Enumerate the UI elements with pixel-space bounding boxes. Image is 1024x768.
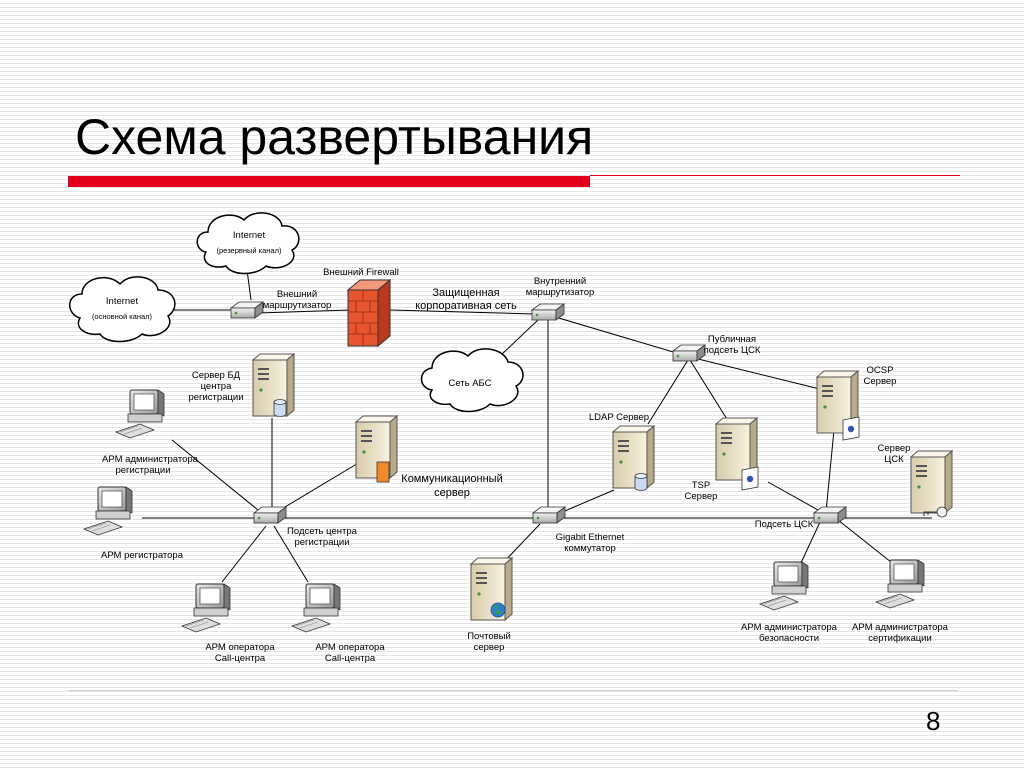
gigabit-switch-label-2: коммутатор xyxy=(564,543,616,554)
security-admin-label-1: АРМ администратора xyxy=(741,622,838,633)
db-server-label-3: регистрации xyxy=(188,392,243,403)
abs-network-label: Сеть АБС xyxy=(448,378,491,389)
callcenter-op1-pc-icon xyxy=(181,583,231,633)
security-admin-pc-icon xyxy=(759,561,809,611)
callcenter-op2-pc-icon xyxy=(291,583,341,633)
slide-title: Схема развертывания xyxy=(75,109,594,165)
registration-admin-label-1: АРМ администратора xyxy=(102,454,199,465)
internet-backup-label: Internet xyxy=(233,230,266,241)
internet-main-sublabel: (основной канал) xyxy=(92,312,153,321)
internal-router-icon xyxy=(531,303,565,321)
external-router-label-1: Внешний xyxy=(277,289,317,300)
mail-server-label-1: Почтовый xyxy=(467,631,511,642)
abs-network-cloud xyxy=(420,348,524,413)
comm-server-module-icon xyxy=(376,461,390,483)
csk-subnet-label: Подсеть ЦСК xyxy=(755,519,814,530)
network-diagram: Internet (резервный канал) Internet (осн… xyxy=(69,212,953,664)
cert-admin-pc-icon xyxy=(875,559,925,609)
registration-admin-pc-icon xyxy=(115,389,165,439)
callcenter-op2-label-1: АРМ оператора xyxy=(315,642,385,653)
external-firewall-label: Внешний Firewall xyxy=(323,267,399,278)
connection-lines xyxy=(142,269,932,583)
corporate-network-label-2: корпоративная сеть xyxy=(415,300,517,312)
registration-subnet-label-1: Подсеть центра xyxy=(287,526,358,537)
registration-admin-label-2: регистрации xyxy=(115,465,170,476)
ldap-server-icon xyxy=(612,425,655,489)
comm-server-label-1: Коммуникационный xyxy=(401,473,502,485)
database-icon xyxy=(273,399,287,417)
public-subnet-switch-icon xyxy=(672,344,706,362)
db-server-label-2: центра xyxy=(201,381,232,392)
tsp-certificate-icon xyxy=(741,466,759,491)
internet-backup-sublabel: (резервный канал) xyxy=(217,246,282,255)
csk-server-label-2: ЦСК xyxy=(884,454,904,465)
mail-server-label-2: сервер xyxy=(474,642,505,653)
gigabit-switch-label-1: Gigabit Ethernet xyxy=(556,532,625,543)
title-underline-thin xyxy=(590,175,960,176)
db-server-icon xyxy=(252,353,295,417)
cert-admin-label-1: АРМ администратора xyxy=(852,622,949,633)
ldap-server-label: LDAP Сервер xyxy=(589,412,649,423)
title-underline-bar xyxy=(68,176,590,187)
internet-main-cloud xyxy=(69,276,176,343)
public-subnet-label-1: Публичная xyxy=(708,334,756,345)
gigabit-switch-icon xyxy=(532,506,566,524)
callcenter-op1-label-2: Call-центра xyxy=(215,653,266,664)
tsp-server-label-2: Сервер xyxy=(685,491,718,502)
registrar-pc-icon xyxy=(83,486,133,536)
internal-router-label-1: Внутренний xyxy=(534,276,586,287)
callcenter-op1-label-1: АРМ оператора xyxy=(205,642,275,653)
key-icon xyxy=(923,506,948,518)
registration-subnet-switch-icon xyxy=(253,506,287,524)
footer-divider xyxy=(68,690,958,691)
external-firewall-icon xyxy=(346,278,392,348)
ldap-database-icon xyxy=(634,473,648,491)
external-router-label-2: маршрутизатор xyxy=(263,300,332,311)
external-router-icon xyxy=(230,301,264,319)
cert-admin-label-2: сертификации xyxy=(868,633,932,644)
comm-server-icon xyxy=(355,415,398,479)
tsp-server-label-1: TSP xyxy=(692,480,710,491)
security-admin-label-2: безопасности xyxy=(759,633,819,644)
corporate-network-label-1: Защищенная xyxy=(432,287,499,299)
ocsp-certificate-icon xyxy=(842,416,860,441)
comm-server-label-2: сервер xyxy=(434,487,470,499)
public-subnet-label-2: подсеть ЦСК xyxy=(704,345,761,356)
registration-subnet-label-2: регистрации xyxy=(294,537,349,548)
csk-subnet-switch-icon xyxy=(813,506,847,524)
internal-router-label-2: маршрутизатор xyxy=(526,287,595,298)
db-server-label-1: Сервер БД xyxy=(192,370,241,381)
csk-server-label-1: Сервер xyxy=(878,443,911,454)
ocsp-server-label-2: Сервер xyxy=(864,376,897,387)
internet-backup-cloud xyxy=(196,212,300,275)
callcenter-op2-label-2: Call-центра xyxy=(325,653,376,664)
registrar-label: АРМ регистратора xyxy=(101,550,184,561)
globe-icon xyxy=(490,602,506,618)
ocsp-server-label-1: OCSP xyxy=(867,365,894,376)
csk-server-icon xyxy=(910,450,953,514)
internet-main-label: Internet xyxy=(106,296,139,307)
page-number: 8 xyxy=(926,706,941,736)
